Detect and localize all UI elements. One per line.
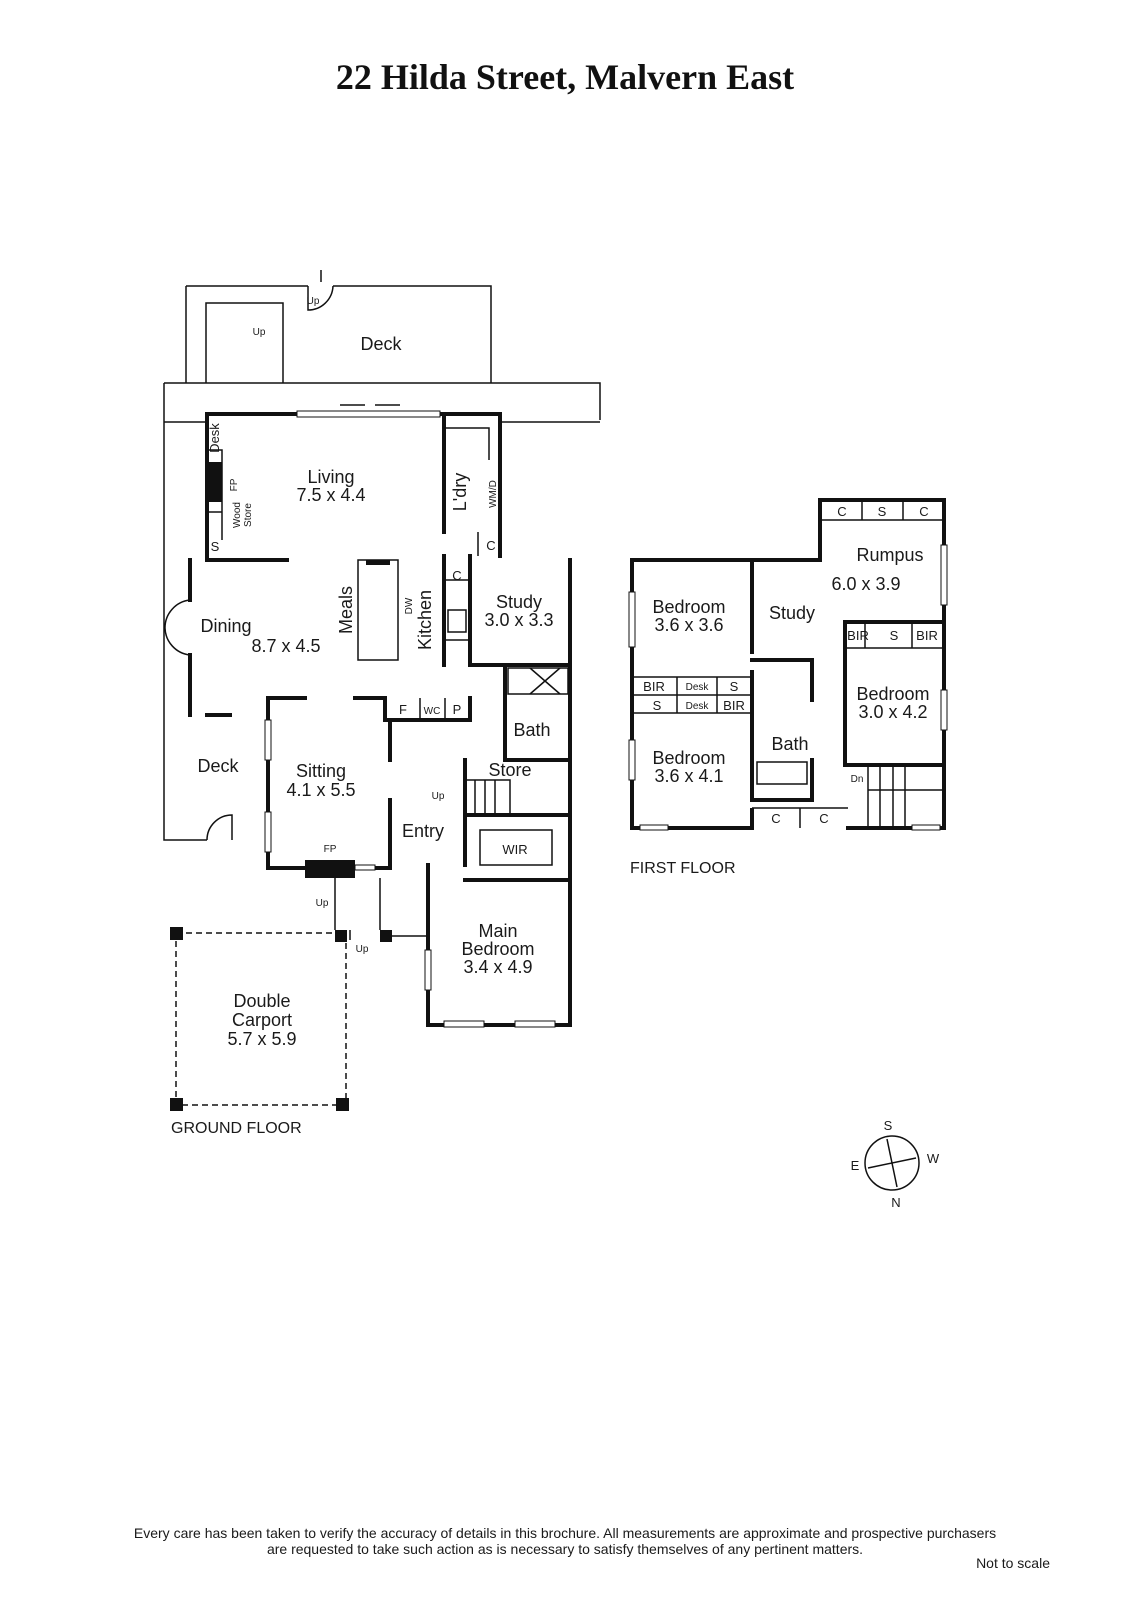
washer-dryer-label: WM/D [488,480,499,508]
room-dim-study: 3.0 x 3.3 [484,610,553,630]
compass-icon: S W E N [851,1118,940,1210]
first-floor-plan [628,498,948,831]
storage-label-rumpus: S [878,504,887,519]
room-label-store: Store [488,760,531,780]
room-label-bath: Bath [513,720,550,740]
down-label-stairs: Dn [851,774,864,785]
room-label-deck-top: Deck [360,334,402,354]
fridge-label: F [399,702,407,717]
room-dim-main-bedroom: 3.4 x 4.9 [463,957,532,977]
room-label-entry: Entry [402,821,444,841]
disclaimer-line-2: are requested to take such action as is … [266,1541,864,1557]
compass-east: E [851,1158,860,1173]
room-label-bath-ff: Bath [771,734,808,754]
room-label-wir: WIR [502,842,527,857]
disclaimer-line-1: Every care has been taken to verify the … [133,1525,997,1541]
room-dim-bedroom-3: 3.0 x 4.2 [858,702,927,722]
ground-floor-label: GROUND FLOOR [171,1120,302,1137]
room-label-living: Living [307,467,354,487]
first-floor-label: FIRST FLOOR [630,860,736,877]
wc-label: WC [424,706,441,717]
room-label-laundry: L'dry [450,473,470,511]
room-label-study: Study [496,592,542,612]
not-to-scale-note: Not to scale [976,1555,1050,1571]
ground-floor-plan [163,270,601,1111]
room-label-bedroom-2: Bedroom [652,748,725,768]
desk-label-1: Desk [686,682,710,693]
cupboard-label-rumpus-1: C [837,504,846,519]
bir-label-2: BIR [723,698,745,713]
room-label-main: Main [478,921,517,941]
fireplace-label: FP [229,478,240,491]
pantry-label: P [453,702,462,717]
compass-north: N [891,1195,900,1210]
room-dim-bedroom-1: 3.6 x 3.6 [654,615,723,635]
room-label-kitchen: Kitchen [415,590,435,650]
cupboard-label-kitchen: C [452,568,461,583]
room-label-study-ff: Study [769,603,815,623]
room-label-dining: Dining [200,616,251,636]
cupboard-label: C [486,538,495,553]
up-label-stairs: Up [432,791,445,802]
room-label-carport: Carport [232,1010,292,1030]
storage-label-1: S [730,679,739,694]
room-dim-dining: 8.7 x 4.5 [251,636,320,656]
dishwasher-label: DW [404,597,415,614]
cupboard-label-ff-2: C [819,811,828,826]
room-label-double: Double [233,991,290,1011]
room-label-meals: Meals [336,586,356,634]
up-label-porch: Up [316,898,329,909]
cupboard-label-ff-1: C [771,811,780,826]
storage-label-2: S [653,698,662,713]
room-dim-rumpus: 6.0 x 3.9 [831,574,900,594]
room-label-sitting: Sitting [296,761,346,781]
compass-south: S [884,1118,893,1133]
room-dim-sitting: 4.1 x 5.5 [286,780,355,800]
fireplace-label-sitting: FP [324,844,337,855]
desk-label-2: Desk [686,701,710,712]
page-title: 22 Hilda Street, Malvern East [335,57,795,97]
room-dim-living: 7.5 x 4.4 [296,485,365,505]
compass-west: W [927,1151,940,1166]
storage-label-3: S [890,628,899,643]
room-label-main-bedroom: Bedroom [461,939,534,959]
wood-label: Wood [232,502,243,528]
wood-store-label: Store [243,503,254,527]
storage-label: S [211,539,220,554]
room-dim-carport: 5.7 x 5.9 [227,1029,296,1049]
ground-floor-labels: Deck Living 7.5 x 4.4 Dining 8.7 x 4.5 M… [171,296,554,1137]
room-label-bedroom-3: Bedroom [856,684,929,704]
up-label-deck-step: Up [253,327,266,338]
room-label-deck-side: Deck [197,756,239,776]
room-label-rumpus: Rumpus [856,545,923,565]
bir-label-1: BIR [643,679,665,694]
desk-label: Desk [207,423,222,453]
cupboard-label-rumpus-2: C [919,504,928,519]
disclaimer: Every care has been taken to verify the … [0,1525,1130,1557]
room-label-bedroom-1: Bedroom [652,597,725,617]
room-dim-bedroom-2: 3.6 x 4.1 [654,766,723,786]
bir-label-4: BIR [916,628,938,643]
first-floor-labels: C S C Rumpus 6.0 x 3.9 Study Bedroom 3.6… [630,504,938,877]
up-label-carport: Up [356,944,369,955]
bir-label-3: BIR [847,628,869,643]
up-label-deck: Up [307,296,320,307]
